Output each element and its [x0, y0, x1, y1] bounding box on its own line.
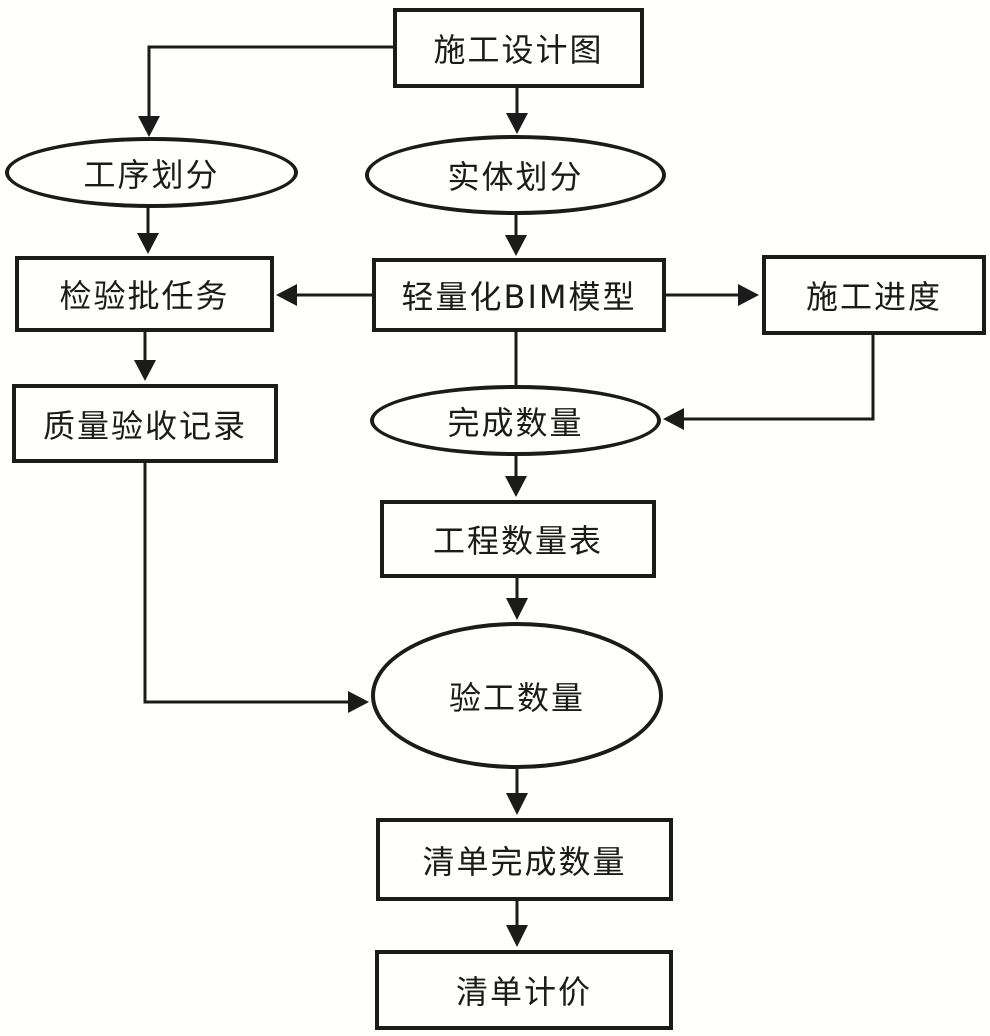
arrowhead-process-division [138, 116, 160, 137]
node-design: 施工设计图 [393, 8, 644, 88]
node-quantity-table-label: 工程数量表 [432, 522, 603, 560]
node-list-pricing-label: 清单计价 [455, 973, 592, 1011]
arrowhead-acceptance-qty-top [506, 598, 528, 620]
arrowhead-inspection-batch [137, 233, 159, 254]
edge-quality-to-acceptance-qty [143, 463, 348, 704]
node-entity-division: 实体划分 [365, 135, 666, 215]
arrowhead-completed-qty [663, 408, 684, 430]
node-process-division: 工序划分 [5, 137, 298, 208]
node-quality-acceptance-record-label: 质量验收记录 [42, 406, 247, 445]
node-process-division-label: 工序划分 [83, 155, 220, 194]
node-inspection-batch-task: 检验批任务 [15, 256, 274, 332]
node-acceptance-quantity: 验工数量 [371, 622, 663, 769]
node-construction-progress-label: 施工进度 [805, 278, 942, 316]
node-bim-model-label: 轻量化BIM模型 [401, 278, 637, 316]
node-quantity-table: 工程数量表 [380, 500, 656, 578]
node-construction-progress: 施工进度 [762, 255, 986, 335]
edge-design-to-process-division [147, 45, 393, 118]
arrowhead-inspection-batch-right [276, 284, 297, 306]
node-inspection-batch-task-label: 检验批任务 [59, 277, 230, 315]
arrowhead-list-complete [506, 793, 528, 815]
node-acceptance-quantity-label: 验工数量 [448, 678, 585, 717]
node-bim-model: 轻量化BIM模型 [372, 258, 666, 332]
arrowhead-bim-model [505, 235, 527, 256]
node-completed-quantity-label: 完成数量 [447, 403, 584, 442]
node-design-label: 施工设计图 [433, 31, 604, 69]
arrowhead-qty-table [505, 476, 527, 497]
arrowhead-quality [134, 360, 156, 381]
arrowhead-entity-division [506, 113, 528, 134]
arrowhead-progress [738, 284, 759, 306]
node-quality-acceptance-record: 质量验收记录 [12, 384, 278, 463]
node-list-completed-quantity-label: 清单完成数量 [422, 842, 627, 881]
arrowhead-list-pricing [506, 925, 528, 947]
node-list-pricing: 清单计价 [375, 950, 673, 1030]
node-completed-quantity: 完成数量 [370, 385, 661, 456]
edge-progress-to-completed-qty [684, 335, 875, 421]
node-list-completed-quantity: 清单完成数量 [376, 818, 673, 901]
node-entity-division-label: 实体划分 [447, 158, 584, 196]
arrowhead-acceptance-qty-left [348, 691, 369, 713]
